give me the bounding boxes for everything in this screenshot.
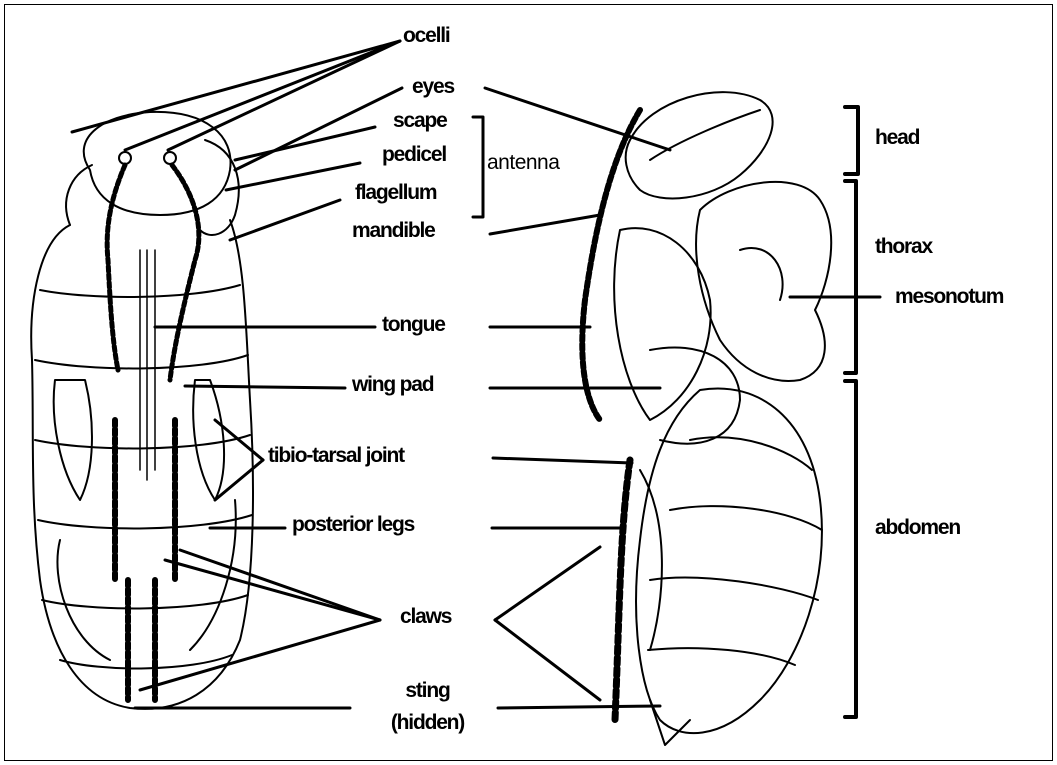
- ventral-view-drawing: [30, 110, 254, 710]
- label-antenna: antenna: [487, 151, 560, 174]
- label-pedicel: pedicel: [382, 143, 447, 166]
- label-mandible: mandible: [352, 219, 436, 242]
- label-scape: scape: [393, 109, 448, 132]
- label-abdomen: abdomen: [875, 516, 961, 539]
- label-flagellum: flagellum: [355, 181, 438, 204]
- region-brackets: [843, 105, 860, 719]
- lateral-view-drawing: [579, 91, 833, 746]
- label-thorax: thorax: [875, 235, 933, 258]
- leader-lines: [70, 39, 882, 710]
- label-tibio-tarsal-joint: tibio-tarsal joint: [268, 444, 405, 467]
- label-claws: claws: [400, 605, 452, 628]
- label-mesonotum: mesonotum: [895, 285, 1004, 308]
- label-posterior-legs: posterior legs: [292, 513, 415, 536]
- label-eyes: eyes: [412, 75, 455, 98]
- label-sting: sting: [405, 679, 450, 702]
- label-sting-hidden: (hidden): [390, 711, 465, 734]
- label-head: head: [875, 126, 920, 149]
- label-wing-pad: wing pad: [352, 373, 435, 396]
- label-ocelli: ocelli: [403, 24, 451, 47]
- label-tongue: tongue: [382, 313, 446, 336]
